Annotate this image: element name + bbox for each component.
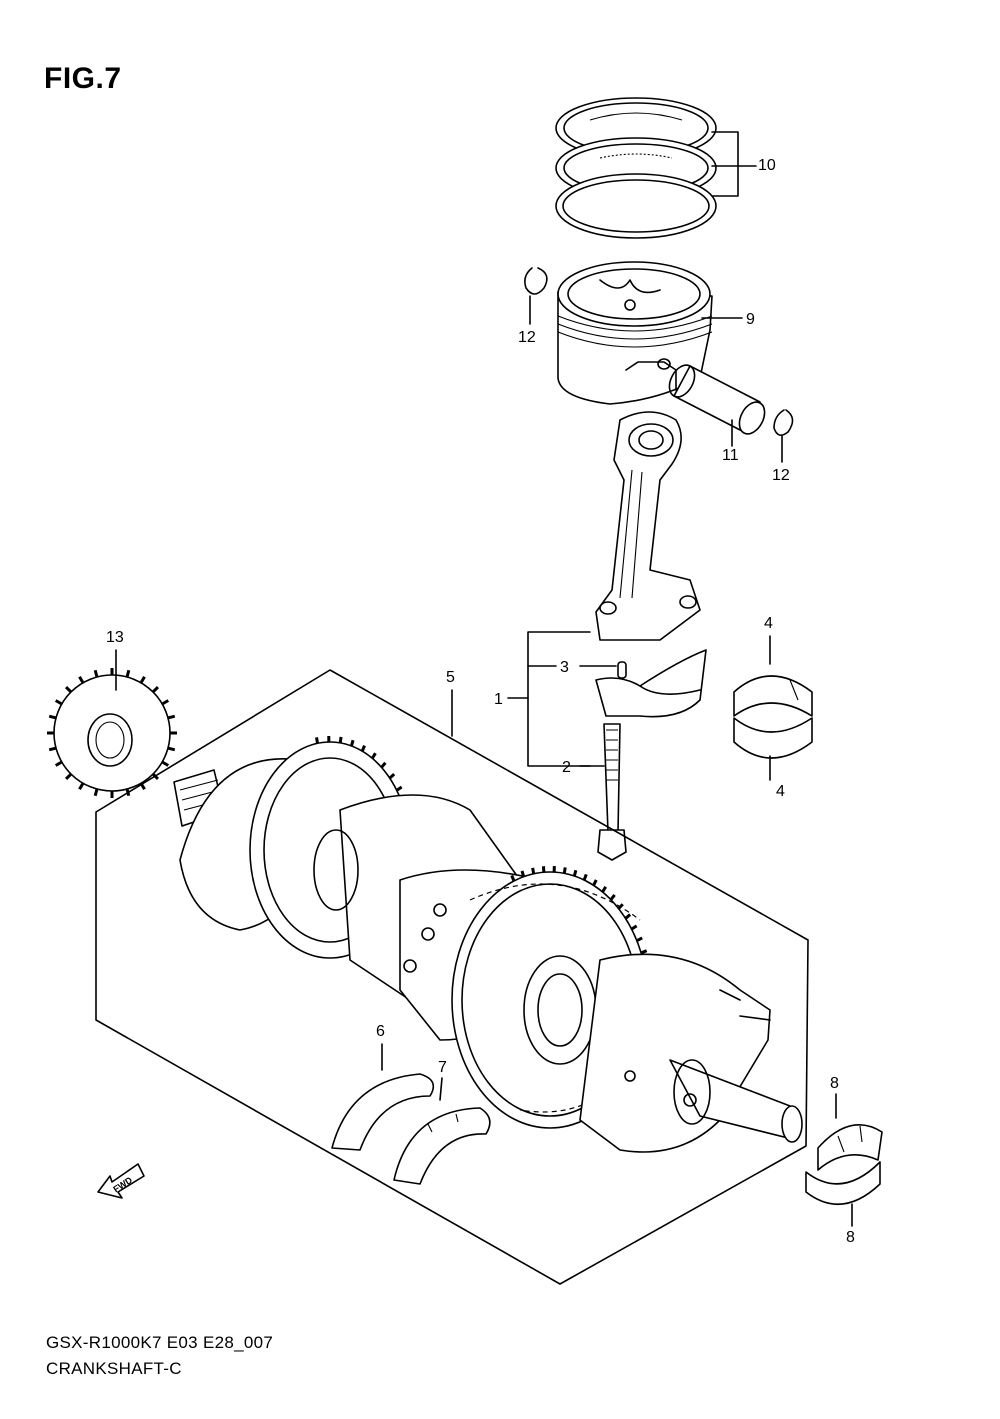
crankshaft-outline-box: [95, 669, 809, 1285]
piston-pin: [668, 364, 766, 435]
rod-bolt: [597, 723, 627, 861]
figure-title: FIG.7: [44, 62, 122, 95]
callout-4-bottom: 4: [776, 783, 785, 800]
piston: [557, 261, 713, 405]
callout-4-top: 4: [764, 615, 773, 632]
piston-ring-set: [555, 97, 717, 239]
callout-13: 13: [106, 629, 124, 646]
callout-5: 5: [446, 669, 455, 686]
main-bearing: [805, 1124, 883, 1205]
callout-11: 11: [722, 447, 739, 464]
callout-8-top: 8: [830, 1075, 839, 1092]
circlip-left: [524, 267, 548, 295]
diagram-code: GSX-R1000K7 E03 E28_007: [46, 1333, 274, 1352]
callout-8-bottom: 8: [846, 1229, 855, 1246]
thrust-bearing-6: [331, 1073, 435, 1151]
thrust-bearing-7: [393, 1107, 491, 1185]
connecting-rod: [595, 411, 701, 641]
diagram-name: CRANKSHAFT-C: [46, 1359, 182, 1378]
gear: [47, 668, 177, 798]
callout-7: 7: [438, 1059, 447, 1076]
circlip-right: [773, 409, 794, 436]
callout-12-left: 12: [518, 329, 536, 346]
crank-pin-bearing: [733, 675, 813, 759]
rod-cap: [595, 649, 707, 718]
callout-12-right: 12: [772, 467, 790, 484]
callout-3: 3: [560, 659, 569, 676]
callout-6: 6: [376, 1023, 385, 1040]
crankshaft: [173, 735, 803, 1153]
callout-10: 10: [758, 157, 776, 174]
callout-2: 2: [562, 759, 571, 776]
forward-arrow-icon: FWD: [97, 1163, 145, 1199]
callout-1: 1: [494, 691, 503, 708]
callout-9: 9: [746, 311, 755, 328]
